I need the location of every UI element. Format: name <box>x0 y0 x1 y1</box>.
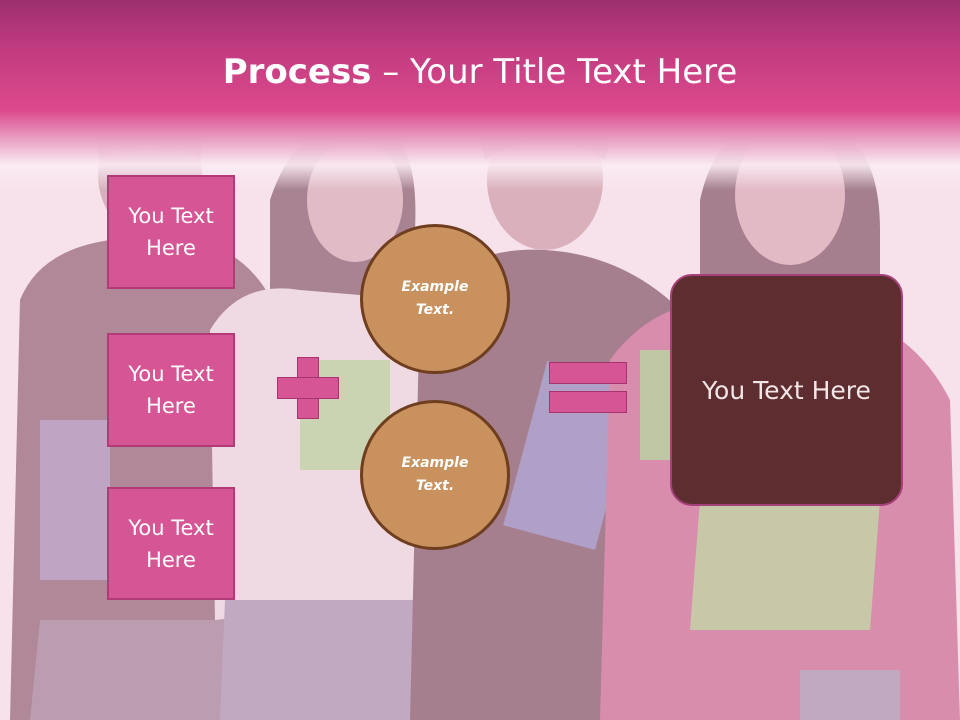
header-band <box>0 0 960 190</box>
text-box-1[interactable]: You Text Here <box>107 175 235 289</box>
text-box-2[interactable]: You Text Here <box>107 333 235 447</box>
title-bold: Process <box>222 52 372 92</box>
circle-2[interactable]: Example Text. <box>360 400 510 550</box>
circle-1[interactable]: Example Text. <box>360 224 510 374</box>
text-box-3[interactable]: You Text Here <box>107 487 235 600</box>
slide-title: Process – Your Title Text Here <box>0 52 960 92</box>
title-rest: – Your Title Text Here <box>371 52 738 92</box>
result-box[interactable]: You Text Here <box>670 274 903 506</box>
